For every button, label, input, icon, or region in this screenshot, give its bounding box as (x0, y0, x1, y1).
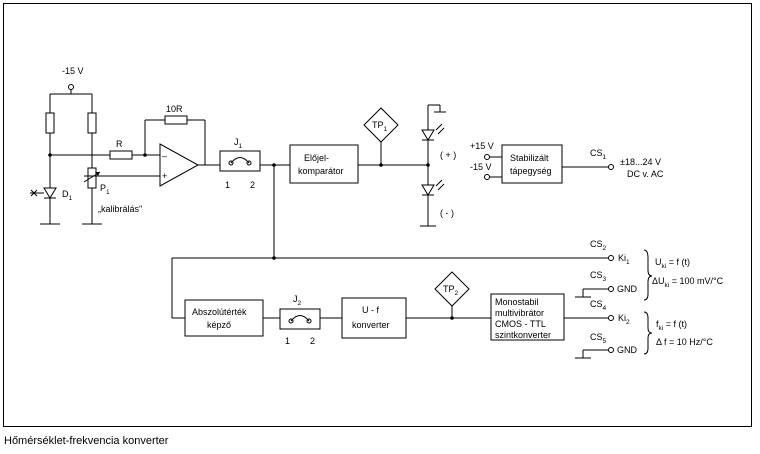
led-plus-label: ( + ) (440, 150, 456, 160)
led-minus (420, 165, 445, 227)
uf-line1: U - f (362, 305, 379, 315)
p1-note: „kalibrálás" (98, 204, 142, 214)
block-stabilizalt-tapegyseg (501, 144, 563, 184)
jumper-j2: J2 1 2 (279, 294, 321, 346)
mono-line2: multivibrátor (495, 308, 544, 318)
gnd2-label: GND (617, 345, 638, 355)
cs1-label: CS1 (590, 148, 607, 161)
cs3-label: CS3 (590, 270, 607, 283)
r-label: R (116, 139, 123, 149)
plus15-label: +15 V (470, 141, 494, 151)
ki2-label: Ki2 (618, 313, 630, 326)
uf-line2: konverter (352, 320, 390, 330)
mono-line4: szintkonverter (495, 330, 551, 340)
mono-line3: CMOS - TTL (495, 319, 546, 329)
testpoint-tp2: TP2 (434, 271, 470, 307)
j2-pin1: 1 (285, 336, 290, 346)
brace-ki2 (643, 311, 653, 355)
j2-pin2: 2 (310, 336, 315, 346)
block-u-f-konverter (341, 297, 407, 339)
eq-f1: fki = f (t) (656, 319, 687, 332)
eq-f2: Δ f = 10 Hz/°C (656, 337, 713, 347)
op-amp: – + (159, 143, 200, 187)
neg15-terminal (68, 84, 74, 90)
cs1-value: ±18...24 V (620, 157, 661, 167)
cs2-label: CS2 (590, 239, 607, 252)
figure-caption: Hőmérséklet-frekvencia konverter (4, 435, 169, 447)
stab-line1: Stabilizált (510, 153, 549, 163)
jumper-j1: J1 1 2 (219, 137, 261, 190)
resistor-10r (164, 115, 188, 125)
eq-u1: Uki = f (t) (655, 257, 690, 270)
block-abszoluterték-kepzo (184, 299, 264, 337)
gnd1-label: GND (617, 284, 638, 294)
block-monostabil-multivibrator (490, 293, 565, 341)
diagram-frame (3, 3, 752, 427)
input-bridge: -15 V D1 P1 „kalibrálás" (30, 66, 220, 225)
p1-label: P1 (100, 183, 110, 196)
cs4-label: CS4 (590, 299, 607, 312)
ki1-label: Ki1 (618, 253, 630, 266)
eq-u2: ΔUki = 100 mV/°C (652, 276, 724, 289)
j1-pin2: 2 (250, 180, 255, 190)
brace-ki1 (643, 249, 653, 301)
block-elojel-komparator (289, 144, 359, 184)
absz-line1: Abszolútérték (192, 307, 247, 317)
led-plus (421, 105, 445, 165)
neg15-top-label: -15 V (62, 66, 84, 76)
absz-line2: képző (207, 320, 231, 330)
bridge-resistor-right (87, 112, 97, 134)
svg-text:–: – (162, 151, 167, 161)
stab-line2: tápegység (510, 166, 552, 176)
svg-text:TP1: TP1 (372, 120, 388, 133)
led-minus-label: ( - ) (440, 208, 454, 218)
j1-label: J1 (234, 137, 243, 150)
resistor-r (109, 150, 133, 160)
j1-pin1: 1 (225, 180, 230, 190)
elojel-line1: Előjel- (304, 153, 329, 163)
svg-text:+: + (162, 171, 167, 181)
elojel-line2: komparátor (298, 166, 344, 176)
mono-line1: Monostabil (495, 297, 539, 307)
cs1-type: DC v. AC (627, 169, 664, 179)
neg15-label: -15 V (470, 162, 492, 172)
diode-d1 (30, 187, 57, 224)
10r-label: 10R (166, 104, 183, 114)
j2-label: J2 (293, 294, 302, 307)
svg-text:TP2: TP2 (443, 284, 459, 297)
potentiometer-p1 (82, 167, 102, 225)
d1-label: D1 (62, 189, 73, 202)
testpoint-tp1: TP1 (363, 107, 399, 143)
bridge-resistor-left (45, 112, 55, 134)
cs5-label: CS5 (590, 332, 607, 345)
